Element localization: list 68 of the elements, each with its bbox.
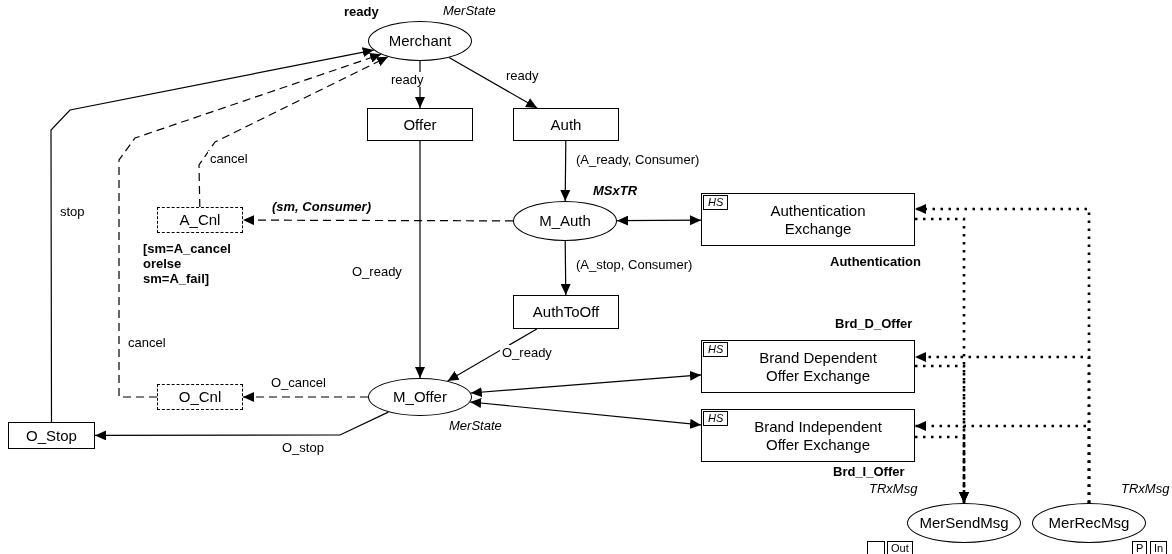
subpage-label: Brd_I_Offer	[833, 464, 905, 479]
node-label: Authentication Exchange	[769, 201, 867, 238]
node-label: M_Auth	[538, 212, 592, 230]
edge-label: O_ready	[500, 345, 554, 360]
edge-label: (A_stop, Consumer)	[574, 257, 695, 272]
edge-label: O_cancel	[269, 375, 328, 390]
arrow	[560, 240, 571, 296]
arrow	[118, 53, 382, 398]
transition-box	[513, 295, 619, 329]
edge-label: O_stop	[280, 440, 326, 455]
arrow	[915, 421, 1091, 503]
transition-box	[8, 422, 95, 449]
hs-tag: HS	[703, 195, 729, 210]
arrow	[94, 411, 389, 441]
arrow	[560, 140, 571, 202]
arrow	[242, 215, 514, 226]
edge-label: cancel	[208, 151, 250, 166]
transition-box	[157, 207, 243, 233]
arrow	[915, 435, 969, 503]
marking-label: ready	[344, 4, 379, 19]
node-label: A_Cnl	[178, 211, 222, 229]
node-label: O_Cnl	[177, 388, 223, 406]
type-label: MerState	[449, 418, 502, 433]
transition-box	[513, 108, 619, 141]
arrow	[447, 328, 538, 382]
node-label: Merchant	[387, 32, 453, 50]
edge-label: (A_ready, Consumer)	[574, 152, 702, 167]
arrow	[469, 398, 702, 429]
edge-label: O_ready	[350, 264, 404, 279]
arrow	[50, 47, 375, 423]
type-label: MSxTR	[593, 183, 638, 198]
edge-label: ready	[389, 72, 426, 87]
port-tag: Out	[887, 541, 913, 554]
node-label: MerSendMsg	[918, 514, 1010, 532]
port-tag: P	[1132, 541, 1148, 554]
guard-label: [sm=A_cancel orelse sm=A_fail]	[143, 241, 232, 286]
hs-tag: HS	[703, 411, 729, 426]
edge-label: (sm, Consumer)	[270, 199, 373, 214]
node-label: O_Stop	[25, 426, 78, 445]
arrow	[470, 370, 702, 398]
subpage-label: Authentication	[830, 254, 921, 269]
substitution-transition-box	[701, 193, 915, 246]
type-label: TRxMsg	[869, 481, 918, 496]
hs-tag: HS	[703, 342, 729, 357]
node-label: M_Offer	[392, 388, 448, 406]
edge-label: stop	[58, 204, 87, 219]
substitution-transition-box	[701, 340, 915, 393]
port-tag: In	[1150, 541, 1168, 554]
substitution-transition-box	[701, 409, 915, 462]
edge-label: cancel	[126, 335, 168, 350]
place-ellipse	[368, 21, 472, 61]
arrow	[198, 56, 389, 208]
node-label: Auth	[549, 115, 583, 134]
node-label: AuthToOff	[531, 303, 601, 321]
type-label: MerState	[443, 3, 496, 18]
transition-box	[157, 384, 243, 410]
arrow	[242, 392, 369, 402]
node-label: Brand Independent Offer Exchange	[753, 417, 883, 454]
arrow	[448, 57, 538, 109]
node-label: Offer	[402, 115, 438, 134]
arrow	[415, 140, 425, 379]
type-label: TRxMsg	[1121, 481, 1170, 496]
arrow	[616, 215, 702, 226]
transition-box	[367, 108, 473, 141]
subpage-label: Brd_D_Offer	[835, 316, 913, 331]
node-label: Brand Dependent Offer Exchange	[758, 348, 878, 385]
node-label: MerRecMsg	[1047, 514, 1131, 532]
edge-label: ready	[504, 68, 541, 83]
